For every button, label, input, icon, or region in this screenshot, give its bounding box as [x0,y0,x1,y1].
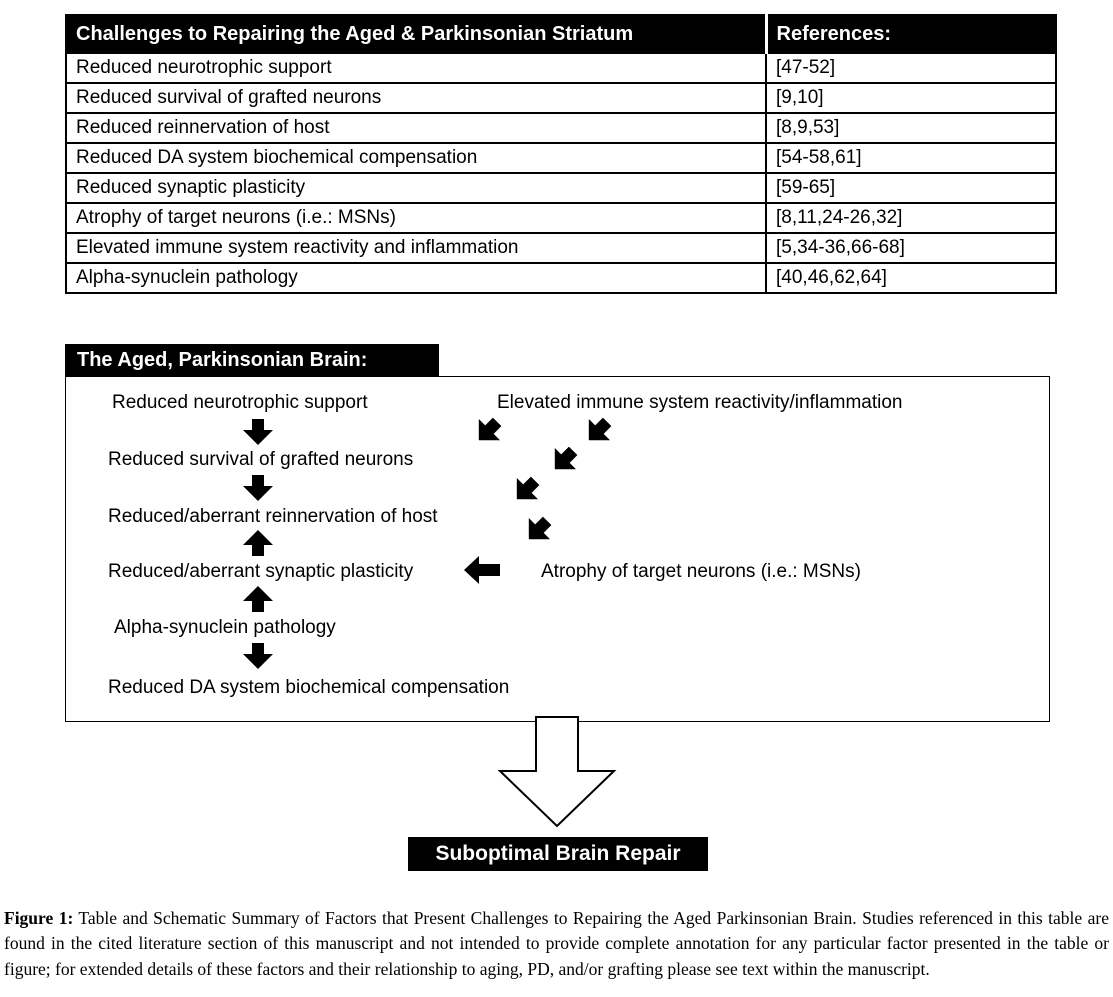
references-header-cell: References: [764,14,1057,54]
table-row: Reduced reinnervation of host [8,9,53] [65,112,1057,144]
challenge-cell: Reduced neurotrophic support [65,52,767,84]
diagonal-arrow-icon [523,516,553,548]
up-arrow-icon [243,530,273,561]
table-row: Elevated immune system reactivity and in… [65,232,1057,264]
down-arrow-icon [243,419,273,450]
figure-caption: Figure 1: Table and Schematic Summary of… [4,906,1109,984]
references-cell: [47-52] [765,52,1057,84]
node-atrophy-target-neurons: Atrophy of target neurons (i.e.: MSNs) [541,561,861,582]
figure-caption-text: Table and Schematic Summary of Factors t… [4,907,1109,980]
node-reduced-aberrant-reinnervation: Reduced/aberrant reinnervation of host [108,506,438,527]
challenge-cell: Alpha-synuclein pathology [65,262,767,294]
references-cell: [8,11,24-26,32] [765,202,1057,234]
references-cell: [54-58,61] [765,142,1057,174]
up-arrow-icon [243,586,273,617]
diagonal-arrow-icon [583,417,613,449]
node-reduced-aberrant-synaptic-plasticity: Reduced/aberrant synaptic plasticity [108,561,414,582]
table-row: Reduced survival of grafted neurons [9,1… [65,82,1057,114]
diagonal-arrow-icon [549,446,579,478]
references-cell: [8,9,53] [765,112,1057,144]
challenge-cell: Reduced survival of grafted neurons [65,82,767,114]
diagonal-arrow-icon [511,476,541,508]
references-cell: [9,10] [765,82,1057,114]
references-cell: [40,46,62,64] [765,262,1057,294]
node-alpha-synuclein-pathology: Alpha-synuclein pathology [114,617,336,638]
node-reduced-survival-grafted-neurons: Reduced survival of grafted neurons [108,449,414,470]
diagonal-arrow-icon [473,417,503,449]
challenge-cell: Elevated immune system reactivity and in… [65,232,767,264]
challenge-cell: Reduced reinnervation of host [65,112,767,144]
challenge-cell: Atrophy of target neurons (i.e.: MSNs) [65,202,767,234]
table-row: Reduced synaptic plasticity [59-65] [65,172,1057,204]
outcome-arrow-icon [497,716,617,833]
table-row: Alpha-synuclein pathology [40,46,62,64] [65,262,1057,294]
node-elevated-immune-reactivity: Elevated immune system reactivity/inflam… [497,392,903,413]
node-reduced-neurotrophic-support: Reduced neurotrophic support [112,392,368,413]
diagram-box [65,376,1050,722]
node-reduced-da-compensation: Reduced DA system biochemical compensati… [108,677,510,698]
diagram-title: The Aged, Parkinsonian Brain: [65,344,439,377]
table-row: Atrophy of target neurons (i.e.: MSNs) [… [65,202,1057,234]
table-row: Reduced neurotrophic support [47-52] [65,52,1057,84]
down-arrow-icon [243,475,273,506]
down-arrow-icon [243,643,273,674]
figure-caption-label: Figure 1: [4,907,74,928]
outcome-label: Suboptimal Brain Repair [408,837,708,871]
references-cell: [5,34-36,66-68] [765,232,1057,264]
challenge-cell: Reduced DA system biochemical compensati… [65,142,767,174]
left-arrow-icon [464,556,500,589]
challenges-header-cell: Challenges to Repairing the Aged & Parki… [65,14,767,54]
references-cell: [59-65] [765,172,1057,204]
challenges-table: Challenges to Repairing the Aged & Parki… [65,14,1057,294]
table-row: Reduced DA system biochemical compensati… [65,142,1057,174]
table-header-row: Challenges to Repairing the Aged & Parki… [65,14,1057,54]
challenge-cell: Reduced synaptic plasticity [65,172,767,204]
